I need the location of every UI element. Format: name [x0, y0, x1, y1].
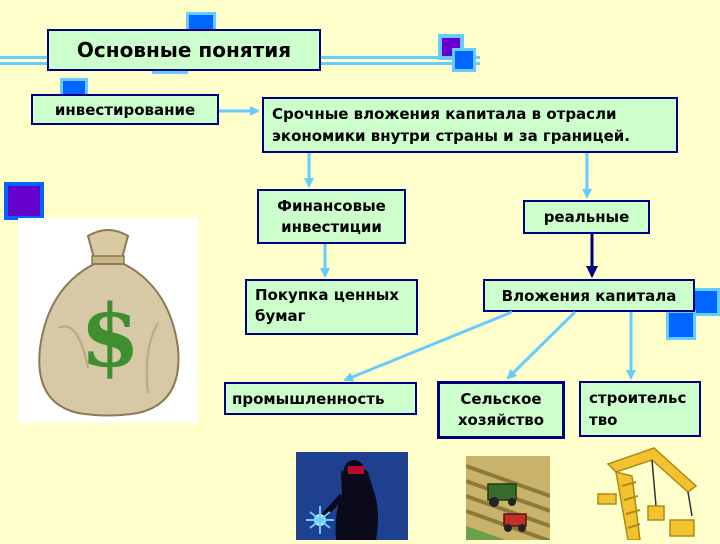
capital-investments-box: Вложения капитала — [483, 279, 695, 312]
sector-industry-box: промышленность — [224, 382, 417, 415]
arrow-capital-to-industry — [343, 310, 513, 382]
sector-construction-text: строительс тво — [589, 389, 687, 429]
financial-investments-box: Финансовые инвестиции — [257, 189, 406, 244]
sector-agriculture-box: Сельское хозяйство — [437, 381, 565, 439]
definition-text: Срочные вложения капитала в отрасли экон… — [272, 105, 630, 145]
decor-square — [452, 48, 476, 72]
financial-investments-text: Финансовые инвестиции — [277, 196, 386, 236]
sector-agriculture-text: Сельское хозяйство — [457, 390, 545, 429]
securities-purchase-text: Покупка ценных бумаг — [255, 286, 399, 325]
crane-icon — [596, 446, 700, 541]
term-box: инвестирование — [31, 94, 219, 125]
capital-investments-text: Вложения капитала — [501, 286, 677, 305]
page-title-text: Основные понятия — [76, 38, 292, 62]
securities-purchase-box: Покупка ценных бумаг — [245, 279, 418, 335]
dollar-sign: $ — [80, 286, 140, 387]
sector-industry-text: промышленность — [232, 389, 385, 408]
tractor-field-icon — [465, 456, 551, 543]
decor-square — [438, 34, 464, 60]
sector-construction-box: строительс тво — [579, 381, 701, 437]
real-investments-box: реальные — [523, 200, 650, 234]
arrow-capital-to-agriculture — [506, 310, 577, 380]
page-title: Основные понятия — [47, 29, 321, 71]
money-bag-icon: $ — [18, 218, 198, 423]
term-text: инвестирование — [54, 100, 196, 119]
welder-icon — [296, 452, 408, 540]
real-investments-text: реальные — [543, 208, 630, 226]
definition-box: Срочные вложения капитала в отрасли экон… — [262, 97, 678, 153]
